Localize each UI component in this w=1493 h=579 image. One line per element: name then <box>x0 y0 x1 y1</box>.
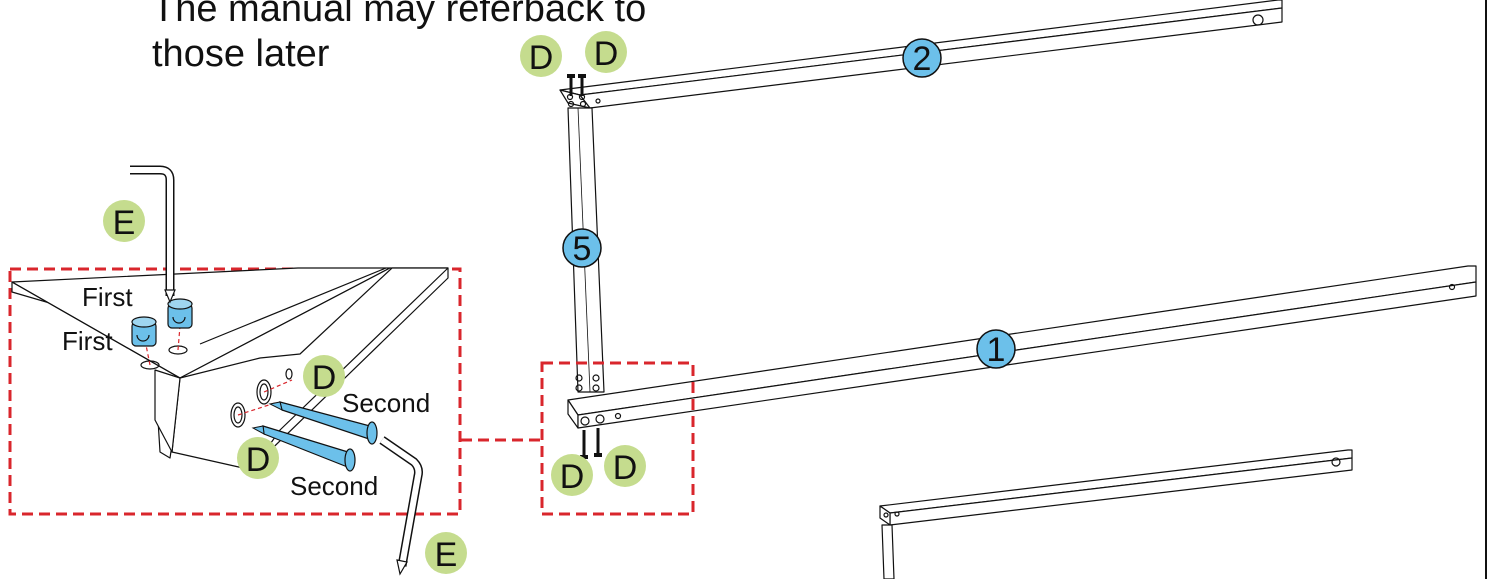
bolt-lower <box>251 425 356 472</box>
cam-barrel-1 <box>131 316 157 347</box>
svg-text:E: E <box>113 204 136 242</box>
hardware-D-top-left: D <box>520 35 562 77</box>
hardware-D-box-right: D <box>604 445 646 487</box>
zoom-box <box>8 267 462 516</box>
svg-text:E: E <box>435 536 458 574</box>
lower-rail <box>879 449 1353 579</box>
part-label-2: 2 <box>902 38 942 78</box>
svg-text:D: D <box>529 39 554 77</box>
svg-text:1: 1 <box>987 331 1006 369</box>
hardware-D-top-right: D <box>585 31 627 73</box>
svg-text:D: D <box>560 458 585 496</box>
svg-text:D: D <box>312 359 337 397</box>
svg-text:D: D <box>613 449 638 487</box>
svg-text:5: 5 <box>573 230 592 268</box>
svg-text:D: D <box>594 35 619 73</box>
rail-1-screws <box>580 428 602 459</box>
instruction-line-2: those later <box>152 33 330 75</box>
hardware-D-zoom-lower: D <box>237 437 279 479</box>
hardware-E-top: E <box>103 200 145 242</box>
rail-part-1 <box>567 265 1477 429</box>
hardware-D-zoom-upper: D <box>303 355 345 397</box>
allen-key-bottom <box>379 436 423 576</box>
step-label-first-1: First <box>82 282 133 312</box>
step-label-second-2: Second <box>290 471 378 501</box>
bolt-upper <box>268 401 378 445</box>
top-screws <box>567 74 586 96</box>
detail-highlight-box <box>540 361 695 516</box>
step-label-first-2: First <box>62 326 113 356</box>
step-label-second-1: Second <box>342 388 430 418</box>
allen-key-top <box>130 165 176 304</box>
instruction-line-1: The manual may referback to <box>152 0 647 30</box>
part-label-1: 1 <box>976 329 1016 369</box>
hardware-E-bottom: E <box>425 532 467 574</box>
part-label-5: 5 <box>562 228 602 268</box>
svg-text:D: D <box>246 441 271 479</box>
hardware-D-box-left: D <box>551 454 593 496</box>
cam-barrel-2 <box>167 298 193 329</box>
svg-text:2: 2 <box>913 40 932 78</box>
